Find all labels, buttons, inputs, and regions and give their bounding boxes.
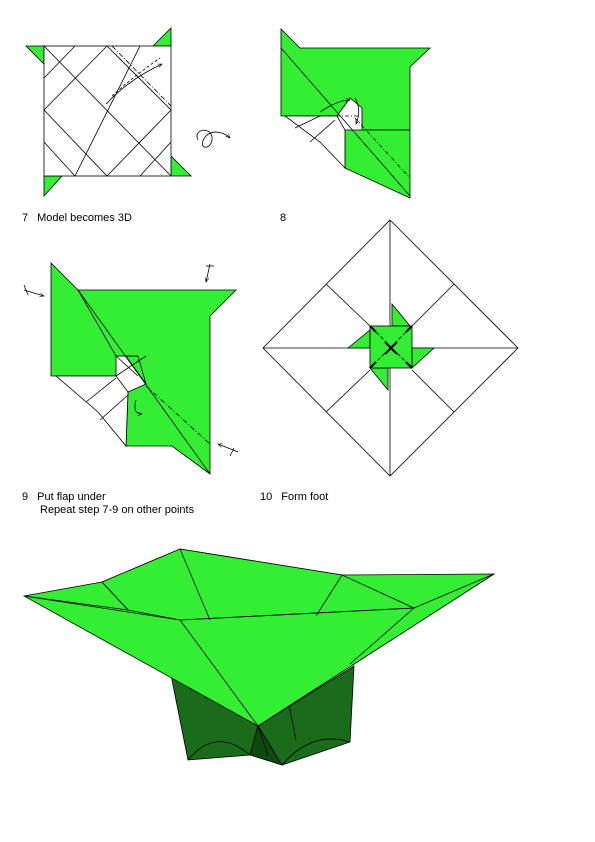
step-8-caption: 8 [280, 212, 286, 225]
step-7-caption: 7 Model becomes 3D [22, 212, 132, 225]
flap-bottom-left [43, 175, 63, 198]
fold-arrow-icon [111, 57, 161, 97]
step-9-caption: 9 Put flap under Repeat step 7-9 on other… [22, 491, 194, 517]
green-flap-upper [280, 28, 432, 131]
step-number: 9 [22, 491, 29, 503]
crease-lines [43, 45, 172, 177]
push-arrow-icon [218, 444, 239, 453]
step-7-figure [25, 27, 230, 198]
white-paper [283, 115, 346, 169]
fold-arrow-icon [319, 100, 350, 113]
step-label-line2: Repeat step 7-9 on other points [40, 504, 195, 516]
flap-top-left [25, 45, 45, 65]
step-10-caption: 10 Form foot [260, 491, 328, 504]
push-arrow-icon [23, 289, 44, 296]
step-label: Model becomes 3D [37, 212, 132, 224]
finished-bowl-model [22, 548, 496, 766]
step-9-figure [23, 262, 239, 475]
center-x-mark-icon [384, 341, 398, 355]
step-number: 8 [280, 212, 287, 224]
turn-over-arrow-icon [196, 129, 230, 148]
bowl-crease-lines [23, 548, 495, 727]
step-number: 7 [22, 212, 29, 224]
foot-center [249, 725, 283, 766]
white-paper [54, 375, 129, 448]
push-arrow-icon [206, 263, 211, 282]
fold-arrow-icon [354, 97, 359, 124]
step-label: Put flap under [37, 491, 106, 503]
step-number: 10 [260, 491, 273, 503]
valley-fold-line [111, 45, 172, 107]
flap-top-right [152, 27, 172, 47]
fold-arrow-icon [105, 63, 162, 105]
step-8-figure [280, 28, 432, 199]
flap-bottom-right [170, 155, 192, 177]
green-flap-lower [344, 129, 411, 199]
step-10-figure [262, 219, 519, 477]
step-label: Form foot [281, 491, 329, 503]
fold-arrow-icon [134, 399, 142, 414]
